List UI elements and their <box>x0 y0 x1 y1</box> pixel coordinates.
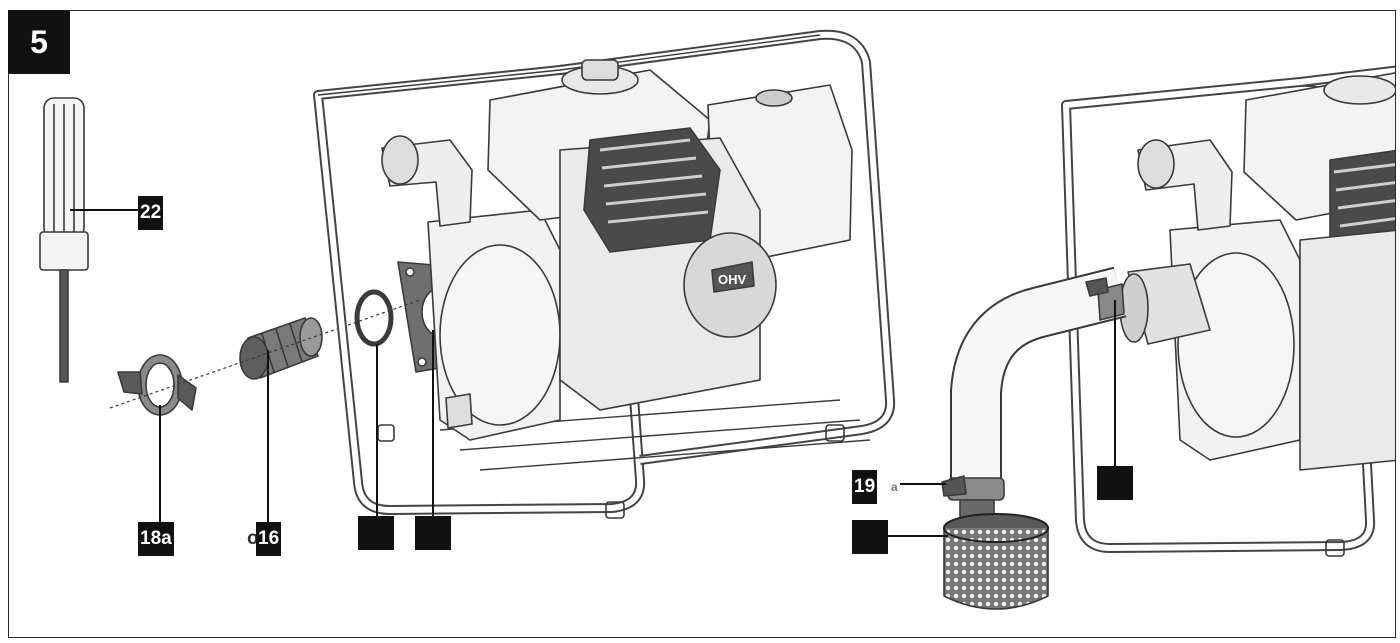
callout-seal-ring-blank <box>358 516 394 550</box>
assembly-axis <box>109 299 421 409</box>
callout-19: 19 <box>852 470 878 504</box>
hose-adapter-part <box>239 317 323 380</box>
callout-16-prefix: o <box>247 528 259 549</box>
callout-flange-blank <box>415 516 451 550</box>
screwdriver-tool <box>39 97 89 383</box>
callout-16: 16 <box>256 522 282 556</box>
callout-19-suffix: a <box>891 480 898 494</box>
callout-18a: 18a <box>138 522 174 556</box>
left-water-pump: OHV <box>313 29 896 519</box>
callout-22: 22 <box>138 196 164 230</box>
figure-number-badge: 5 <box>8 10 70 74</box>
callout-strainer-blank <box>852 520 888 554</box>
seal-ring-part <box>354 289 394 347</box>
callout-hose-clamp-blank <box>1097 466 1133 500</box>
svg-text:OHV: OHV <box>718 272 747 287</box>
leader-lines <box>70 209 1116 537</box>
right-water-pump <box>941 65 1395 610</box>
hose-clamp-part <box>117 354 197 416</box>
